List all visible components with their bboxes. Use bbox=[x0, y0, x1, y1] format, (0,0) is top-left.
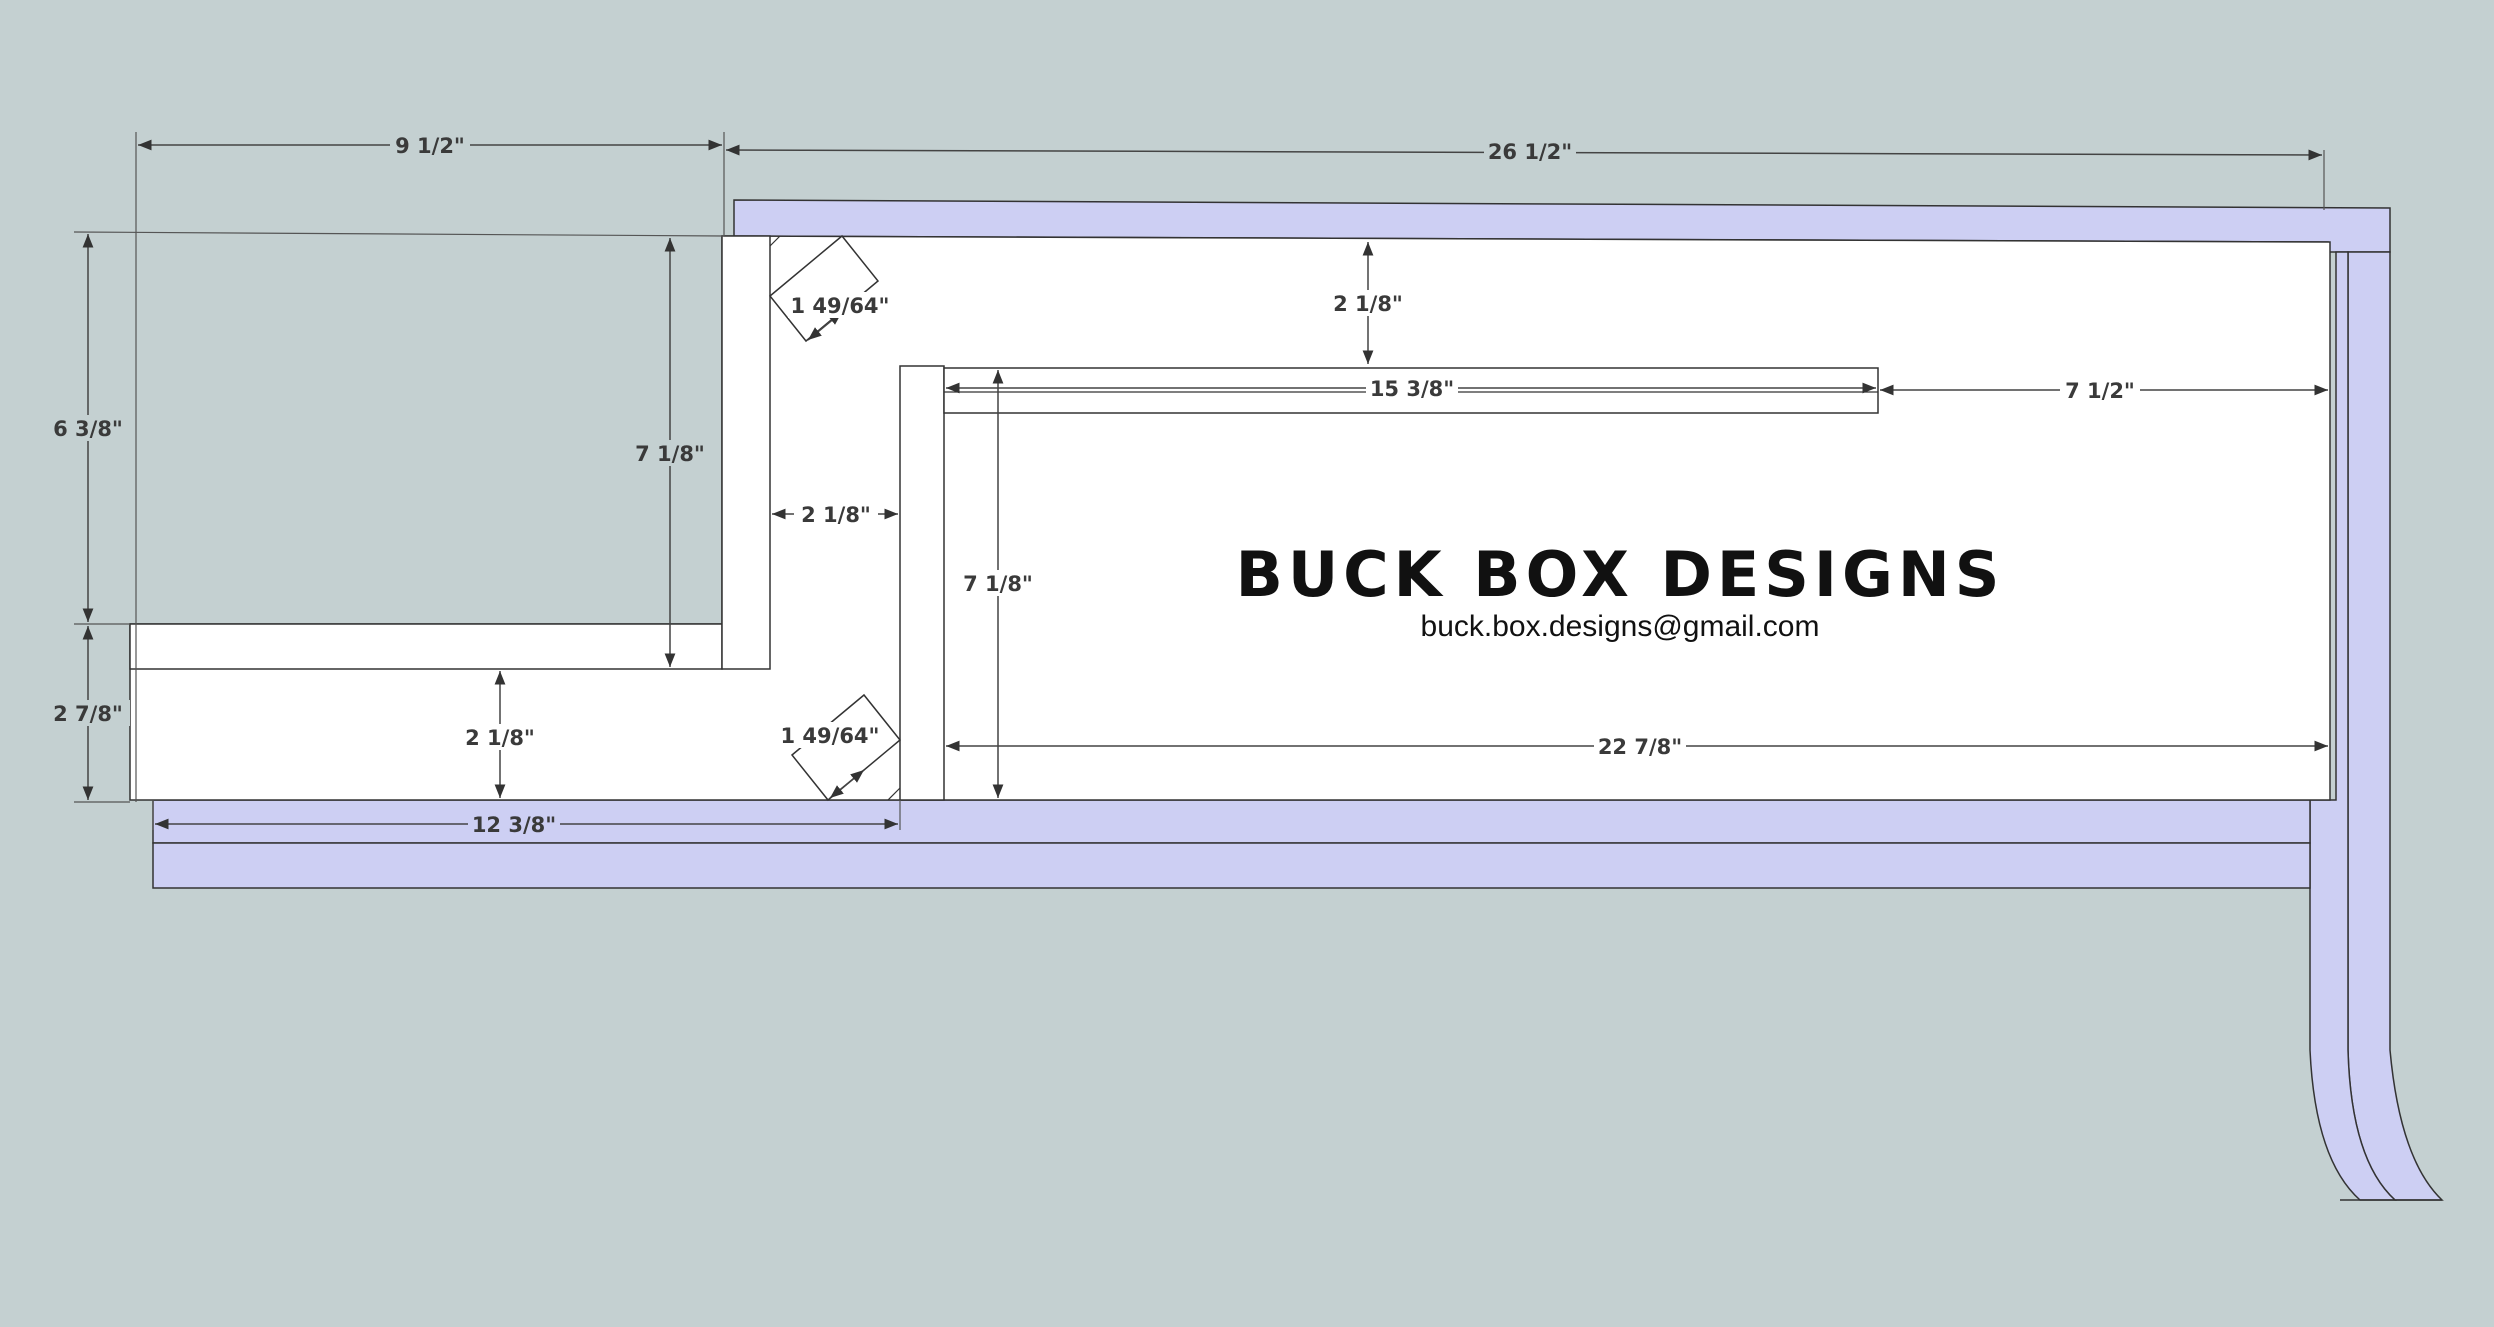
dim-top-gap: 2 1/8" bbox=[1333, 292, 1403, 316]
extension-lines bbox=[73, 132, 2325, 830]
dim-line-lower-gusset bbox=[829, 769, 865, 799]
dim-inner-right-height: 7 1/8" bbox=[963, 572, 1033, 596]
dim-lower-gusset: 1 49/64" bbox=[781, 724, 880, 748]
dim-upper-gusset: 1 49/64" bbox=[791, 294, 890, 318]
dim-bottom-left-gap: 2 1/8" bbox=[465, 726, 535, 750]
lower-gusset-hinge bbox=[887, 787, 901, 801]
left-divider bbox=[721, 235, 771, 670]
dimension-labels: 9 1/2" 26 1/2" 6 3/8" 2 7/8" 7 1/8" 1 49… bbox=[46, 132, 2140, 837]
brand-email: buck.box.designs@gmail.com bbox=[1421, 610, 1820, 643]
dim-bottom-inner-width: 22 7/8" bbox=[1598, 735, 1682, 759]
dim-shelf-right-gap: 7 1/2" bbox=[2065, 379, 2135, 403]
right-trim-outer bbox=[2347, 251, 2444, 1201]
bottom-trim-lower bbox=[152, 842, 2311, 889]
brand-name: BUCK BOX DESIGNS bbox=[1236, 538, 2005, 611]
dim-bottom-left-width: 12 3/8" bbox=[472, 813, 556, 837]
main-panel bbox=[129, 235, 2331, 801]
dim-middle-gap: 2 1/8" bbox=[801, 503, 871, 527]
dim-top-left-width: 9 1/2" bbox=[395, 134, 465, 158]
brand-block: BUCK BOX DESIGNS buck.box.designs@gmail.… bbox=[1236, 538, 2005, 643]
left-shelf-strip bbox=[129, 623, 723, 670]
dim-left-upper-height: 6 3/8" bbox=[53, 417, 123, 441]
center-divider bbox=[899, 365, 945, 801]
upper-gusset-hinge bbox=[769, 235, 781, 247]
panel-pieces bbox=[129, 234, 2331, 802]
dim-shelf-length: 15 3/8" bbox=[1370, 377, 1454, 401]
dim-left-lower-height: 2 7/8" bbox=[53, 702, 123, 726]
dim-top-overall-width: 26 1/2" bbox=[1488, 140, 1572, 164]
trim-pieces bbox=[152, 199, 2444, 1201]
dim-inner-left-height: 7 1/8" bbox=[635, 442, 705, 466]
